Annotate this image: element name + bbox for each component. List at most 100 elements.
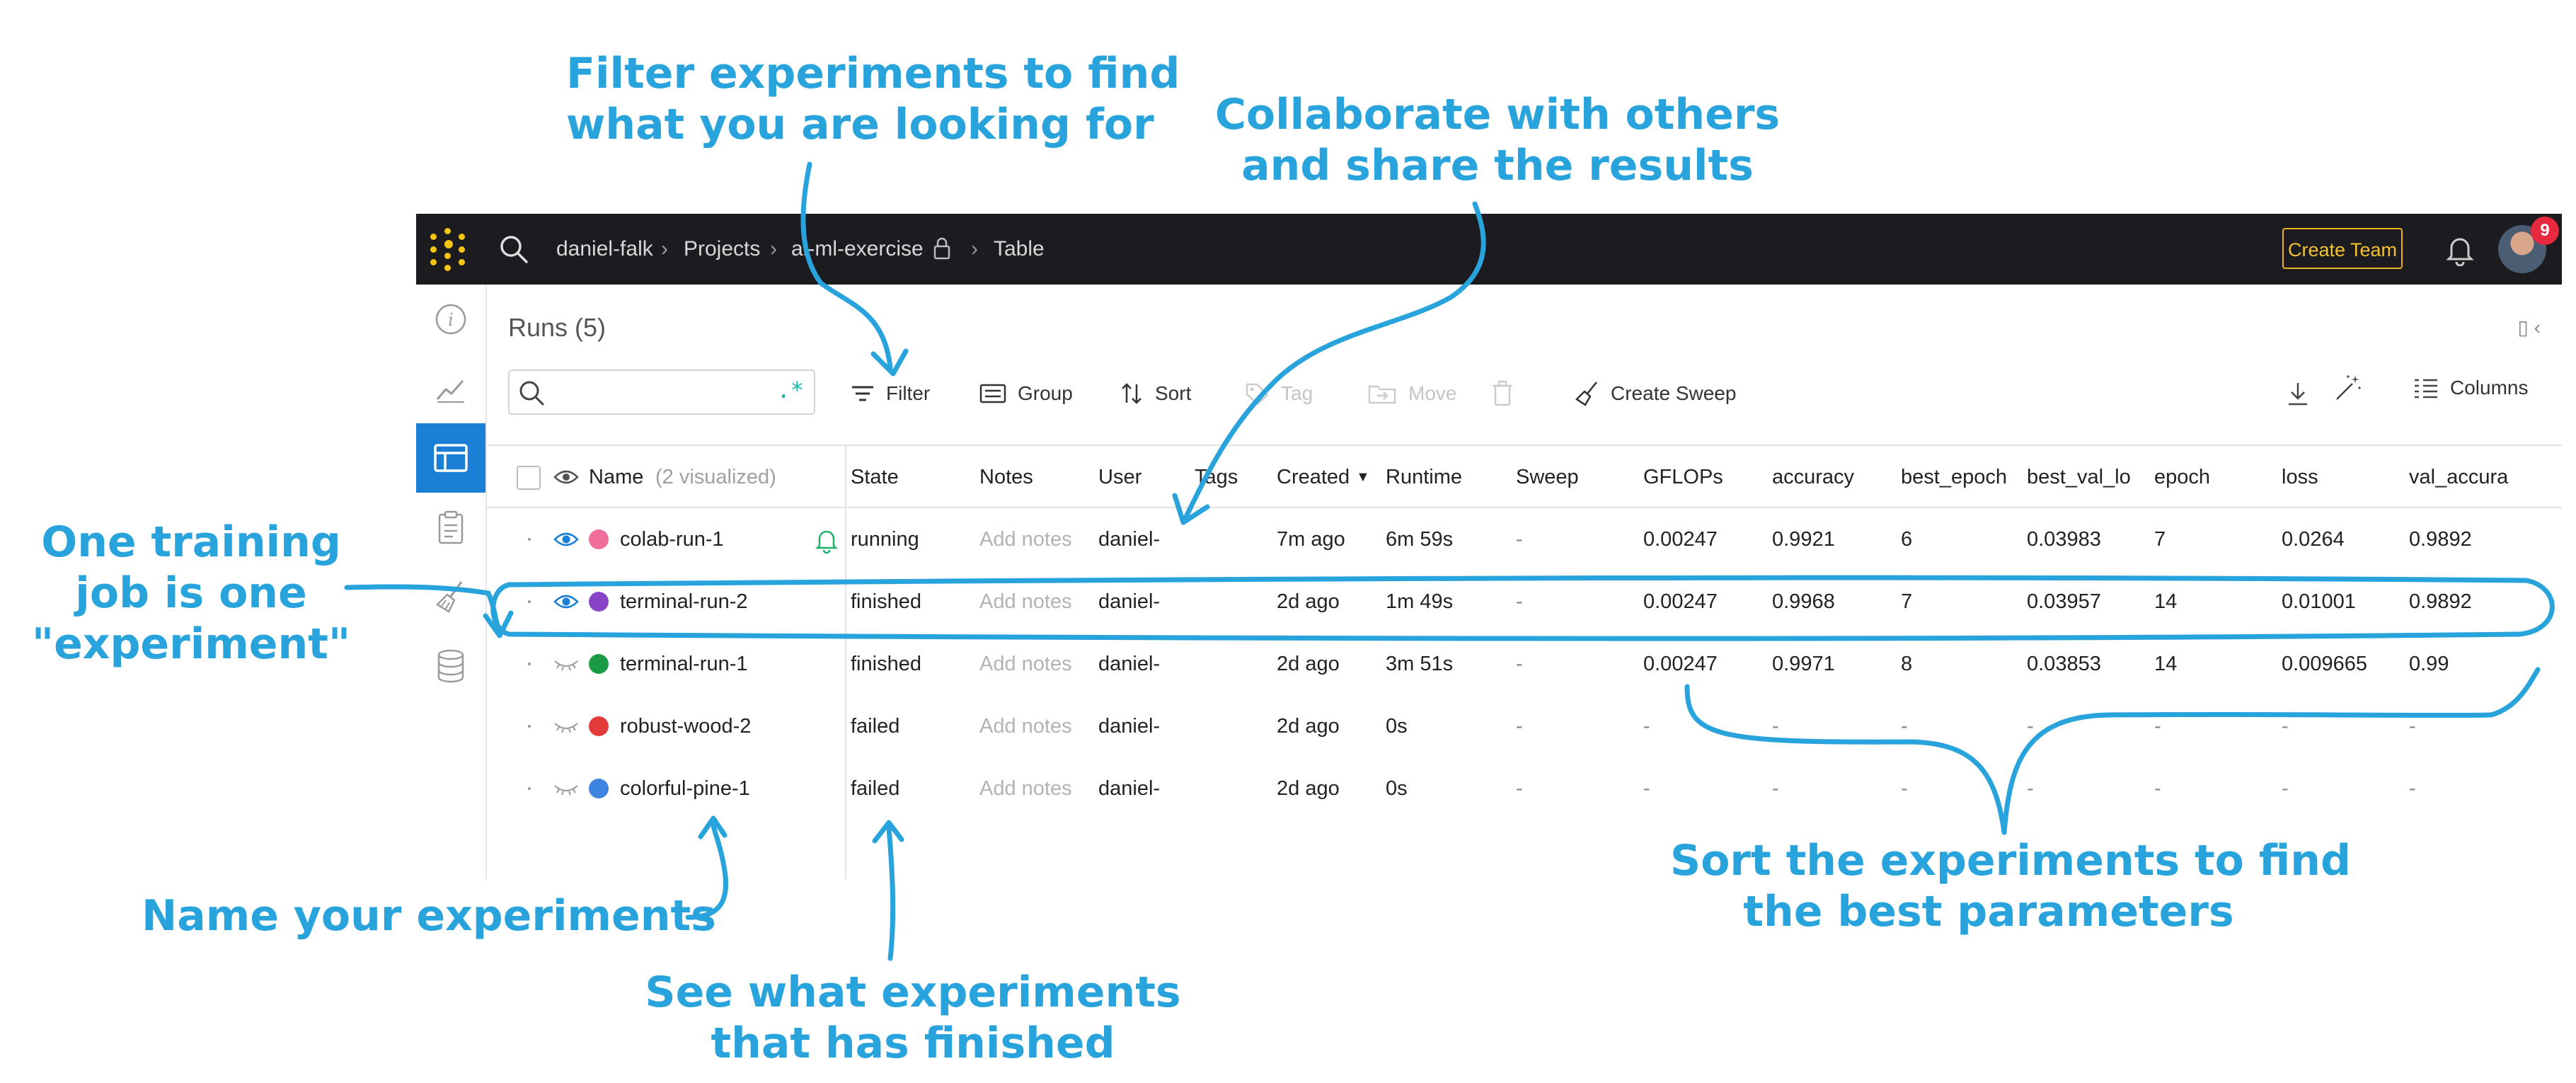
eye-closed-icon[interactable] (553, 716, 579, 740)
cell-best-val-loss: 0.03957 (2027, 590, 2101, 613)
cell-created: 7m ago (1277, 528, 1345, 551)
add-notes-cell[interactable]: Add notes (979, 653, 1072, 675)
run-color-dot[interactable] (589, 716, 609, 736)
annotation-filter-line1: Filter experiments to find (566, 49, 1180, 98)
column-header-sweep[interactable]: Sweep (1516, 466, 1579, 488)
row-select-dot[interactable] (528, 787, 531, 790)
nav-sweeps[interactable] (416, 562, 485, 631)
move-icon (1368, 385, 1396, 404)
name-header[interactable]: Name (589, 466, 644, 488)
annotation-name: Name your experiments (142, 890, 716, 941)
eye-icon[interactable] (553, 529, 579, 553)
create-sweep-button[interactable]: Create Sweep (1575, 379, 1736, 408)
annotation-sort-line2: the best parameters (1743, 887, 2234, 936)
run-name[interactable]: robust-wood-2 (620, 715, 752, 738)
cell-best-epoch: - (1901, 715, 1908, 738)
wandb-logo[interactable] (429, 228, 470, 271)
cell-created: 2d ago (1277, 777, 1340, 800)
move-button[interactable]: Move (1367, 379, 1456, 408)
breadcrumb-project[interactable]: ai-ml-exercise (791, 237, 924, 260)
column-header-epoch[interactable]: epoch (2154, 466, 2211, 488)
columns-label: Columns (2450, 377, 2529, 399)
run-search-input[interactable] (559, 378, 760, 408)
row-select-dot[interactable] (528, 725, 531, 728)
column-header-val-accuracy[interactable]: val_accura (2409, 466, 2509, 488)
download-button[interactable] (2286, 379, 2321, 408)
add-notes-cell[interactable]: Add notes (979, 528, 1072, 551)
tag-label: Tag (1281, 382, 1313, 404)
column-header-notes[interactable]: Notes (979, 466, 1033, 488)
column-header-tags[interactable]: Tags (1195, 466, 1238, 488)
column-header-user[interactable]: User (1098, 466, 1142, 488)
top-bar: daniel-falk › Projects › ai-ml-exercise … (416, 214, 2562, 285)
collapse-panel-icon[interactable]: ▯ ‹ (2517, 316, 2541, 338)
annotation-sort-line1: Sort the experiments to find (1670, 836, 2351, 886)
run-color-dot[interactable] (589, 529, 609, 549)
breadcrumb-projects[interactable]: Projects (684, 237, 761, 260)
bell-icon[interactable] (2444, 232, 2476, 267)
sort-button[interactable]: Sort (1120, 379, 1191, 408)
cell-user: daniel- (1098, 528, 1161, 551)
columns-button[interactable]: Columns (2413, 374, 2528, 402)
tag-button[interactable]: Tag (1244, 379, 1313, 408)
cell-best-epoch: 6 (1901, 528, 1913, 551)
cell-sweep: - (1516, 715, 1523, 738)
cell-sweep: - (1516, 653, 1523, 675)
eye-icon[interactable] (553, 592, 579, 615)
magic-wand-button[interactable] (2334, 374, 2374, 402)
breadcrumb-user[interactable]: daniel-falk (556, 237, 653, 260)
move-label: Move (1408, 382, 1457, 404)
cell-accuracy: 0.9921 (1772, 528, 1835, 551)
search-icon[interactable] (498, 234, 529, 265)
cell-accuracy: 0.9968 (1772, 590, 1835, 613)
select-all-checkbox[interactable] (517, 466, 541, 490)
nav-charts[interactable] (416, 354, 485, 423)
cell-epoch: 14 (2154, 590, 2178, 613)
add-notes-cell[interactable]: Add notes (979, 715, 1072, 738)
run-color-dot[interactable] (589, 654, 609, 674)
add-notes-cell[interactable]: Add notes (979, 777, 1072, 800)
cell-val-accuracy: 0.9892 (2409, 590, 2472, 613)
run-name[interactable]: terminal-run-2 (620, 590, 748, 613)
column-header-accuracy[interactable]: accuracy (1772, 466, 1855, 488)
cell-best-epoch: - (1901, 777, 1908, 800)
run-color-dot[interactable] (589, 592, 609, 612)
add-notes-cell[interactable]: Add notes (979, 590, 1072, 613)
run-name[interactable]: colorful-pine-1 (620, 777, 750, 800)
eye-closed-icon[interactable] (553, 779, 579, 802)
sort-desc-icon[interactable]: ▼ (1356, 469, 1370, 485)
regex-toggle[interactable]: .* (776, 377, 804, 403)
nav-overview[interactable]: i (416, 285, 485, 354)
nav-table[interactable] (416, 423, 485, 493)
column-header-best-epoch[interactable]: best_epoch (1901, 466, 2007, 488)
column-header-runtime[interactable]: Runtime (1386, 466, 1462, 488)
run-name[interactable]: terminal-run-1 (620, 653, 748, 675)
group-button[interactable]: Group (979, 379, 1073, 408)
bell-icon[interactable] (814, 527, 839, 557)
cell-runtime: 3m 51s (1386, 653, 1454, 675)
create-team-button[interactable]: Create Team (2282, 228, 2403, 269)
row-select-dot[interactable] (528, 663, 531, 665)
eye-closed-icon[interactable] (553, 654, 579, 677)
nav-artifacts[interactable] (416, 631, 485, 701)
column-header-state[interactable]: State (851, 466, 899, 488)
notification-badge: 9 (2531, 217, 2559, 245)
breadcrumb-table[interactable]: Table (994, 237, 1045, 260)
row-select-dot[interactable] (528, 538, 531, 541)
row-select-dot[interactable] (528, 600, 531, 603)
run-name[interactable]: colab-run-1 (620, 528, 724, 551)
run-color-dot[interactable] (589, 779, 609, 798)
cell-state: failed (851, 777, 900, 800)
column-header-gflops[interactable]: GFLOPs (1643, 466, 1723, 488)
delete-button[interactable] (1490, 379, 1526, 408)
column-header-created[interactable]: Created (1277, 466, 1350, 488)
breadcrumb-separator: › (661, 237, 668, 260)
broom-icon (436, 581, 463, 613)
filter-button[interactable]: Filter (851, 379, 930, 408)
cell-user: daniel- (1098, 653, 1161, 675)
column-header-best-val-loss[interactable]: best_val_lo (2027, 466, 2131, 488)
column-header-loss[interactable]: loss (2282, 466, 2318, 488)
annotation-experiment-line2: job is one (75, 568, 307, 618)
eye-icon[interactable] (553, 467, 579, 491)
nav-reports[interactable] (416, 493, 485, 562)
